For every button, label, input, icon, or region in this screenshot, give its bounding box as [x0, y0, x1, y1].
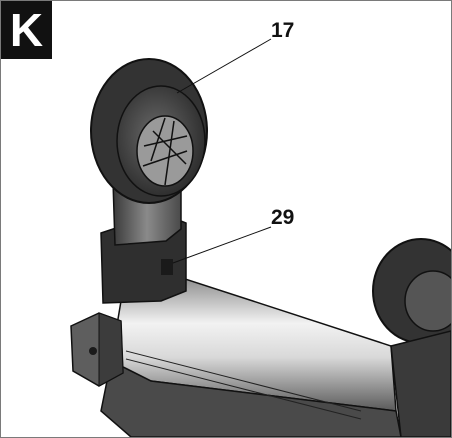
callout-number-29: 29: [271, 206, 295, 229]
front-end-clamp: [70, 312, 124, 387]
leader-line-17: [176, 38, 272, 94]
figure-letter-badge: K: [1, 1, 52, 59]
locking-lever-29: [161, 259, 173, 275]
aperture-icon: [142, 117, 188, 186]
callout-number-17: 17: [271, 19, 295, 42]
leader-line-29: [172, 226, 272, 264]
screw-icon: [89, 347, 97, 355]
machine-body: [372, 238, 451, 437]
toothed-rack: [125, 350, 362, 420]
suction-cap-17: [90, 58, 208, 204]
